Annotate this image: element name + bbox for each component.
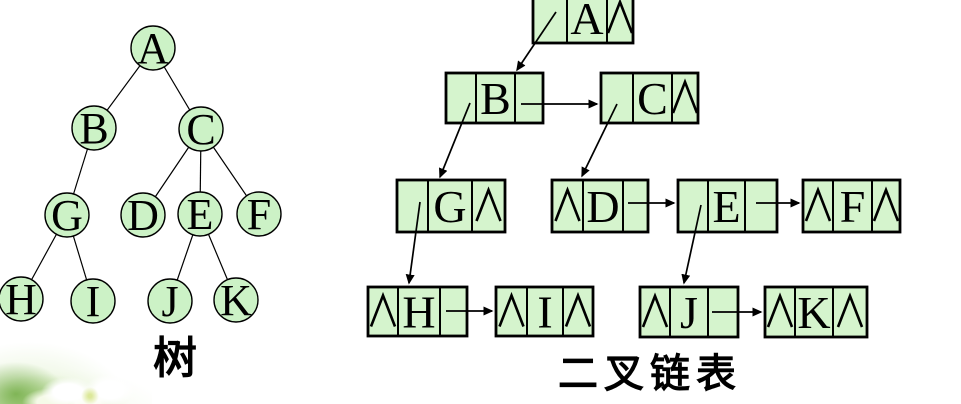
pointer-arrow-G-H	[405, 201, 421, 285]
null-pointer-symbol	[475, 186, 502, 222]
pointer-arrow-A-B	[516, 11, 557, 72]
tree-node-label: H	[5, 275, 37, 324]
tree-node-circle	[147, 278, 193, 324]
list-node-I: I	[494, 285, 595, 338]
tree-node-circle	[213, 277, 259, 323]
node-data-label: J	[680, 287, 698, 338]
node-data-label: A	[570, 0, 603, 44]
tree-node-circle	[120, 192, 166, 238]
node-box	[801, 178, 902, 234]
node-data-label: C	[637, 73, 668, 124]
null-pointer-symbol	[564, 291, 592, 327]
null-pointer-symbol	[554, 186, 581, 222]
linked-list-caption: 二叉链表	[558, 351, 742, 396]
tree-node-circle	[178, 106, 224, 152]
tree-node-label: I	[86, 277, 101, 326]
tree-node-circle	[44, 192, 90, 238]
tree-node-label: C	[186, 105, 215, 154]
tree-node-label: G	[51, 191, 83, 240]
pointer-arrow-C-D	[581, 103, 618, 178]
node-data-label: B	[480, 73, 511, 124]
node-data-label: D	[586, 181, 619, 232]
tree-node-label: B	[79, 104, 108, 153]
tree-node-circle	[130, 25, 176, 71]
null-pointer-symbol	[671, 78, 699, 114]
list-node-H: H	[366, 285, 469, 338]
null-pointer-symbol	[766, 292, 794, 328]
tree-node-D: D	[120, 191, 166, 240]
binary-linked-list-diagram: A B C G D E F H I J K	[366, 0, 902, 339]
tree-node-label: J	[161, 277, 178, 326]
null-pointer-symbol	[836, 292, 864, 328]
node-box	[444, 71, 545, 125]
null-pointer-symbol	[872, 186, 900, 222]
tree-node-label: A	[137, 24, 169, 73]
node-data-label: E	[712, 181, 740, 232]
list-node-C: C	[599, 71, 700, 125]
tree-node-J: J	[147, 277, 193, 326]
tree-node-B: B	[71, 104, 117, 153]
tree-node-label: F	[247, 190, 271, 239]
tree-node-label: K	[220, 276, 252, 325]
tree-caption: 树	[153, 334, 197, 383]
node-box	[395, 178, 507, 234]
list-node-F: F	[801, 178, 902, 234]
tree-node-H: H	[0, 275, 44, 324]
tree-node-F: F	[236, 190, 282, 239]
list-node-A: A	[531, 0, 635, 45]
null-pointer-symbol	[641, 292, 669, 328]
node-data-label: I	[537, 287, 552, 338]
null-pointer-symbol	[498, 291, 525, 327]
tree-node-circle	[70, 278, 116, 324]
list-node-D: D	[550, 178, 650, 234]
tree-node-label: E	[187, 190, 214, 239]
node-data-label: H	[402, 287, 435, 338]
node-box	[599, 71, 700, 125]
tree-node-G: G	[44, 191, 90, 240]
tree-node-label: D	[127, 191, 159, 240]
list-node-G: G	[395, 178, 507, 234]
pointer-arrow-B-G	[439, 102, 471, 179]
tree-node-C: C	[178, 105, 224, 154]
tree-node-K: K	[213, 276, 259, 325]
tree-node-circle	[236, 191, 282, 237]
tree-node-circle	[177, 191, 223, 237]
list-node-E: E	[676, 178, 779, 234]
null-pointer-symbol	[804, 186, 832, 222]
tree-node-circle	[0, 276, 44, 322]
node-data-label: K	[797, 287, 830, 338]
list-node-K: K	[763, 285, 869, 339]
node-box	[676, 178, 779, 234]
null-pointer-symbol	[606, 0, 634, 34]
null-pointer-symbol	[369, 291, 397, 327]
list-node-B: B	[444, 71, 545, 125]
node-data-label: F	[840, 181, 866, 232]
tree-node-circle	[71, 105, 117, 151]
tree-node-E: E	[177, 190, 223, 239]
tree-node-A: A	[130, 24, 176, 73]
tree-node-I: I	[70, 277, 116, 326]
node-data-label: G	[433, 181, 466, 232]
pointer-arrow-E-J	[681, 204, 702, 285]
